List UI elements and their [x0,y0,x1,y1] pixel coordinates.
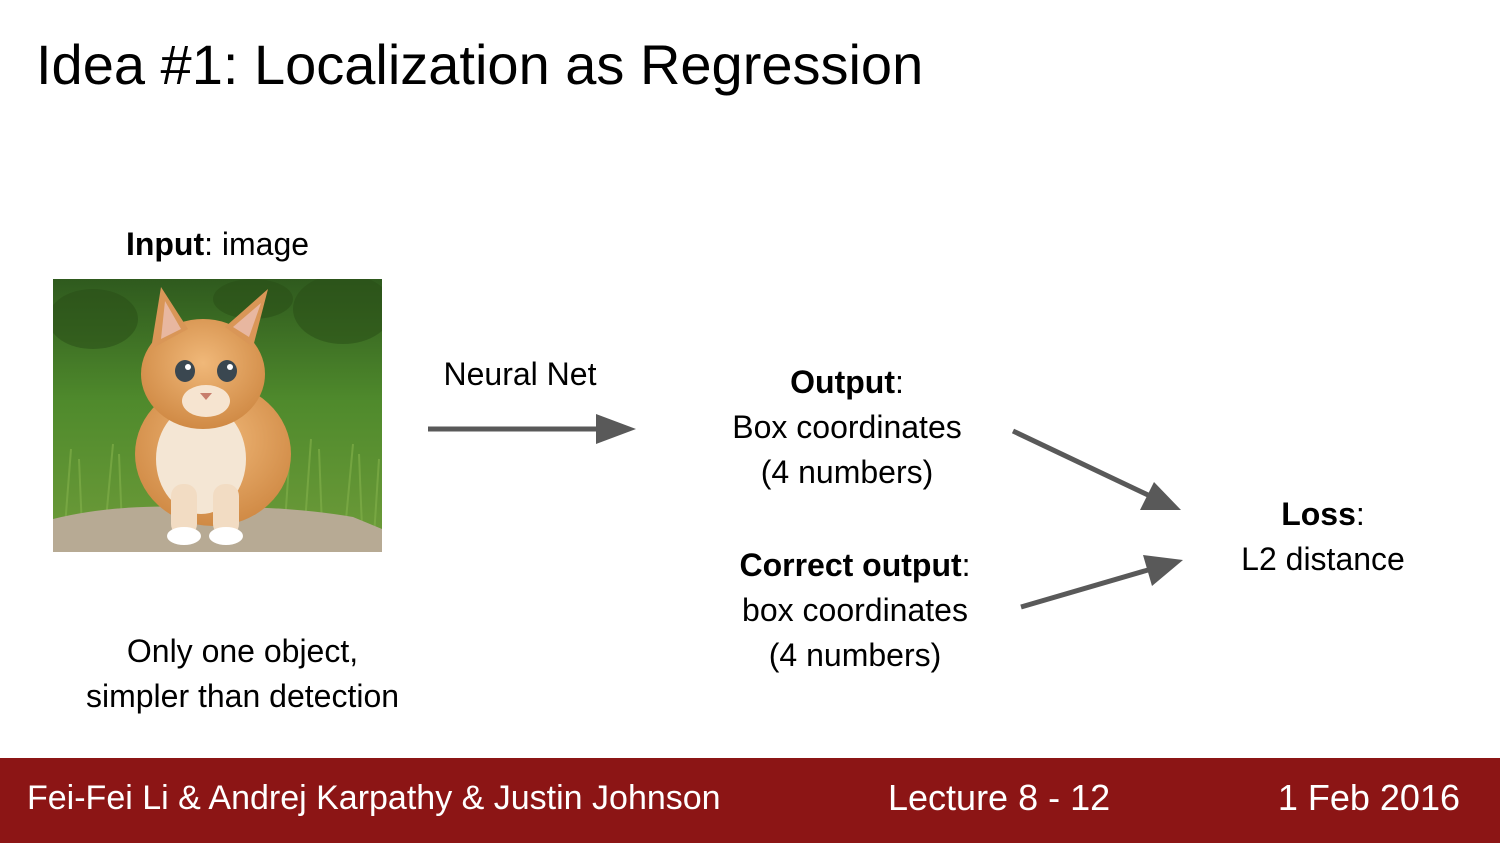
input-label-rest: : image [204,226,310,262]
correct-output-to-loss-arrow [1020,555,1183,610]
note-line-2: simpler than detection [85,678,400,714]
loss-line-1: L2 distance [1241,541,1405,577]
correct-output-line-1: box coordinates [742,592,968,628]
footer-lecture: Lecture 8 - 12 [888,777,1111,818]
kitten-image [53,279,382,552]
loss-heading-bold: Loss [1281,496,1356,532]
neural-net-arrow [428,414,636,444]
footer-date: 1 Feb 2016 [1277,777,1460,818]
note-label: Only one object, simpler than detection [40,629,445,719]
loss-label: Loss: L2 distance [1215,492,1431,582]
neural-net-label: Neural Net [443,356,597,392]
slide-title: Idea #1: Localization as Regression [36,33,924,96]
correct-output-heading: Correct output: [700,543,1010,588]
output-label: Output: Box coordinates (4 numbers) [690,360,1004,495]
input-label: Input: image [53,222,382,267]
loss-heading-rest: : [1355,496,1365,532]
note-line-1: Only one object, [126,633,359,669]
correct-output-label: Correct output: box coordinates (4 numbe… [700,543,1010,678]
correct-output-line-2: (4 numbers) [768,637,942,673]
output-line-1: Box coordinates [732,409,962,445]
output-heading-bold: Output [790,364,895,400]
output-line-2: (4 numbers) [760,454,934,490]
output-heading-rest: : [894,364,904,400]
loss-heading: Loss: [1215,492,1431,537]
footer-authors: Fei-Fei Li & Andrej Karpathy & Justin Jo… [27,779,721,817]
footer-bar: Fei-Fei Li & Andrej Karpathy & Justin Jo… [0,758,1500,843]
correct-output-heading-rest: : [961,547,971,583]
correct-output-heading-bold: Correct output [739,547,962,583]
input-label-bold: Input [125,226,205,262]
output-to-loss-arrow [1011,428,1181,510]
output-heading: Output: [690,360,1004,405]
